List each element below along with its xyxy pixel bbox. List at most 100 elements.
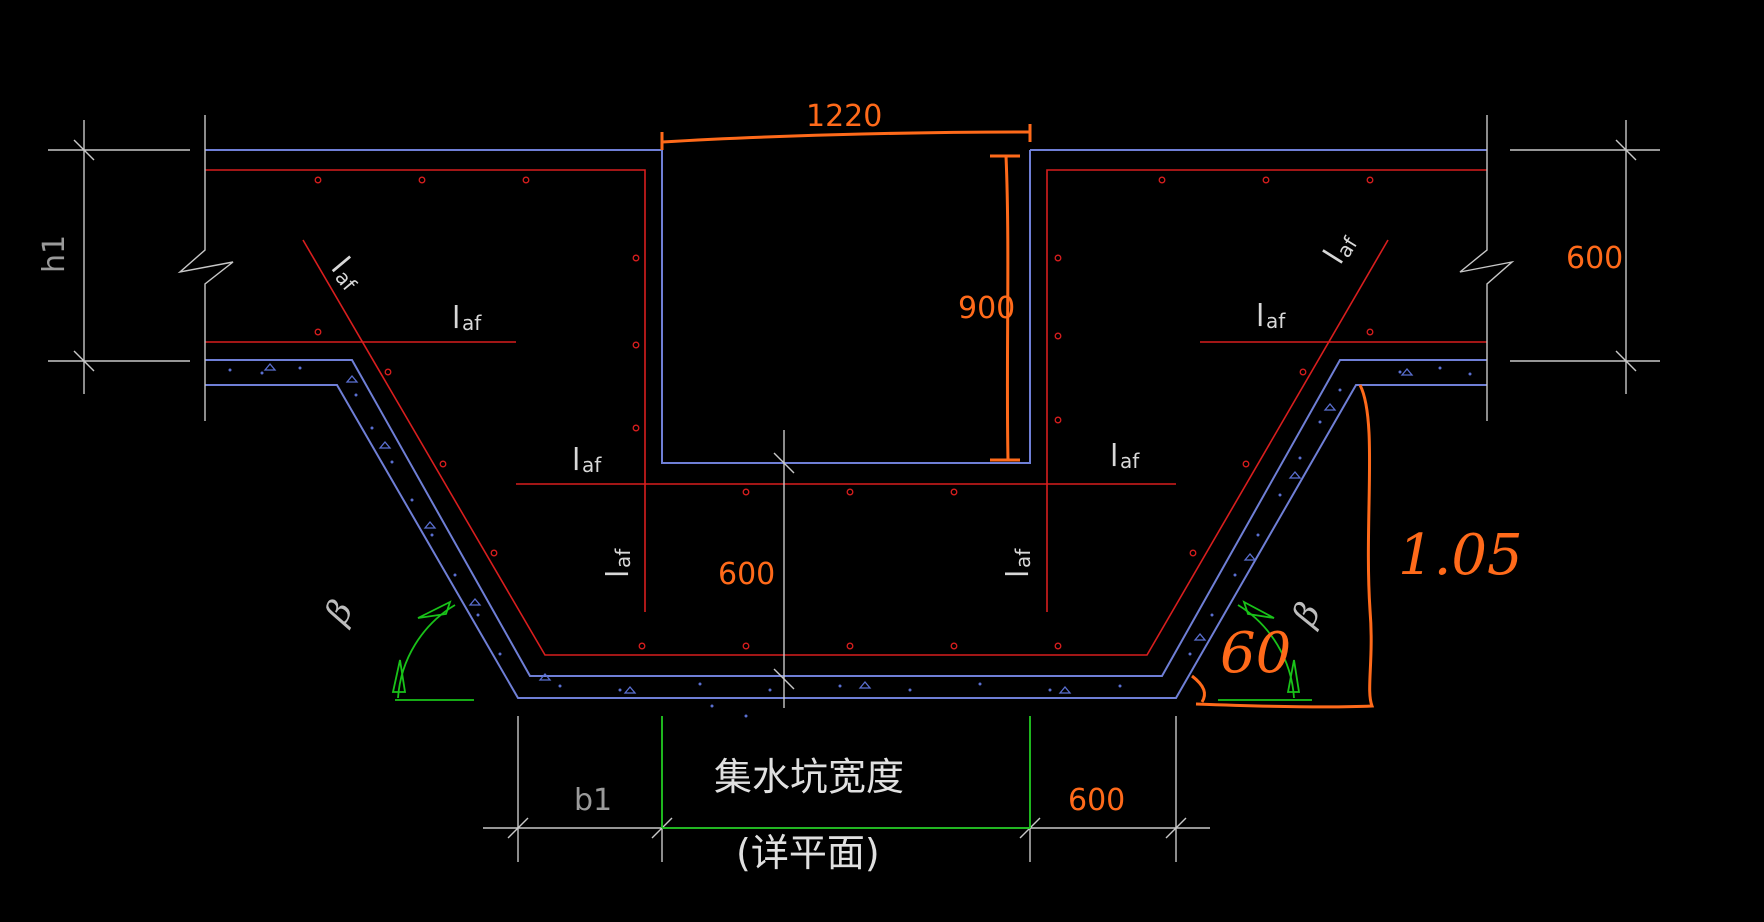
laf-label-left-horiz: l af bbox=[452, 301, 482, 336]
hatch-dot bbox=[908, 688, 912, 692]
laf-main: l bbox=[1001, 570, 1036, 578]
laf-label-right-diag: l af bbox=[1317, 232, 1363, 270]
hatch-triangle bbox=[1193, 632, 1207, 641]
bottom-tick-4 bbox=[1165, 817, 1187, 839]
laf-sub: af bbox=[1011, 548, 1035, 568]
laf-label-left-diag: l af bbox=[324, 251, 362, 297]
top-rebar-left bbox=[205, 169, 646, 612]
inner-depth-label: 900 bbox=[958, 291, 1015, 326]
hatch-dot bbox=[710, 704, 714, 708]
rebar-dot bbox=[1366, 328, 1374, 336]
hatch-dot bbox=[558, 684, 562, 688]
inner-depth-line bbox=[1004, 155, 1010, 461]
concrete-triangles bbox=[263, 362, 1414, 694]
pit-width-note: (详平面) bbox=[736, 831, 880, 875]
rebar-dot bbox=[439, 460, 447, 468]
hatch-dot bbox=[1318, 420, 1322, 424]
rebar-dot bbox=[846, 488, 854, 496]
h1-tick-top bbox=[73, 139, 95, 161]
rebar-dot bbox=[1366, 176, 1374, 184]
laf-sub: af bbox=[1120, 449, 1140, 473]
laf-main: l bbox=[1256, 299, 1264, 334]
outline-group bbox=[205, 149, 1487, 699]
dimension-lines bbox=[48, 115, 1660, 862]
orange-annotations bbox=[660, 124, 1375, 709]
laf-main: l bbox=[601, 570, 636, 578]
rebar-dot bbox=[742, 488, 750, 496]
center-tick-top bbox=[773, 452, 795, 474]
pit-width-caption: 集水坑宽度 bbox=[714, 755, 904, 799]
pit-opening-outline bbox=[661, 150, 1031, 464]
rebar-group bbox=[205, 169, 1487, 656]
pit-width-marker bbox=[661, 716, 1031, 829]
hatch-triangle bbox=[538, 672, 552, 681]
rebar-dot bbox=[1054, 642, 1062, 650]
left-break-line bbox=[177, 115, 234, 421]
laf-sub: af bbox=[1266, 309, 1286, 333]
rebar-dot bbox=[1054, 332, 1062, 340]
right-break-line bbox=[1459, 115, 1515, 421]
hatch-triangle bbox=[378, 440, 392, 449]
hatch-triangle bbox=[1058, 685, 1072, 694]
rebar-dot bbox=[1054, 254, 1062, 262]
angle-arc-right bbox=[1237, 604, 1295, 699]
hatch-dot bbox=[354, 393, 358, 397]
laf-sub: af bbox=[582, 453, 602, 477]
hatch-dot bbox=[838, 684, 842, 688]
h1-label: h1 bbox=[37, 235, 72, 273]
hatch-triangle bbox=[468, 597, 482, 606]
hatch-dot bbox=[430, 533, 434, 537]
hatch-dot bbox=[744, 714, 748, 718]
hatch-dot bbox=[476, 613, 480, 617]
beta-label-left: β bbox=[316, 593, 361, 632]
hatch-dot bbox=[768, 688, 772, 692]
hatch-dot bbox=[390, 460, 394, 464]
rebar-dot bbox=[1242, 460, 1250, 468]
rebar-dot bbox=[632, 254, 640, 262]
rebar-dot bbox=[1158, 176, 1166, 184]
hatch-dot bbox=[698, 682, 702, 686]
hatch-triangle bbox=[1243, 552, 1257, 561]
rebar-dots bbox=[314, 176, 1374, 650]
laf-label-center-right: l af bbox=[1110, 439, 1140, 474]
h1-tick-bottom bbox=[73, 350, 95, 372]
hatch-triangle bbox=[423, 520, 437, 529]
angle-arc-left bbox=[397, 604, 456, 699]
hatch-triangle bbox=[1288, 470, 1302, 479]
top-width-label: 1220 bbox=[806, 99, 882, 134]
rebar-dot bbox=[950, 488, 958, 496]
hatch-triangle bbox=[345, 374, 359, 383]
rebar-dot bbox=[846, 642, 854, 650]
hatch-dot bbox=[453, 573, 457, 577]
hatch-triangle bbox=[263, 362, 277, 371]
cushion-top-line bbox=[205, 359, 1487, 677]
right-tick-bottom bbox=[1615, 350, 1637, 372]
hatch-dot bbox=[1468, 372, 1472, 376]
top-width-line bbox=[661, 130, 1031, 144]
hatch-dot bbox=[1398, 370, 1402, 374]
rebar-dot bbox=[384, 368, 392, 376]
rebar-dot bbox=[522, 176, 530, 184]
hatch-dot bbox=[1338, 388, 1342, 392]
rebar-dot bbox=[742, 642, 750, 650]
hatch-dot bbox=[1298, 456, 1302, 460]
angle-marker-left bbox=[391, 600, 474, 701]
rebar-dot bbox=[314, 328, 322, 336]
hatch-dot bbox=[618, 688, 622, 692]
rebar-dot bbox=[490, 549, 498, 557]
rebar-dot bbox=[418, 176, 426, 184]
hatch-triangle bbox=[858, 680, 872, 689]
rebar-dot bbox=[1262, 176, 1270, 184]
rebar-dot bbox=[632, 424, 640, 432]
hatch-dot bbox=[410, 498, 414, 502]
right-thickness-label: 600 bbox=[1566, 241, 1623, 276]
hatch-dot bbox=[1256, 533, 1260, 537]
center-thickness-label: 600 bbox=[718, 557, 775, 592]
hatch-dot bbox=[1278, 493, 1282, 497]
bottom-right-width-label: 600 bbox=[1068, 783, 1125, 818]
angle-marker-right bbox=[1218, 600, 1312, 701]
laf-label-center-left: l af bbox=[572, 443, 602, 478]
laf-label-right-horiz: l af bbox=[1256, 299, 1286, 334]
angle-arrow-right-bottom bbox=[1286, 659, 1301, 693]
hatch-triangle bbox=[1323, 402, 1337, 411]
